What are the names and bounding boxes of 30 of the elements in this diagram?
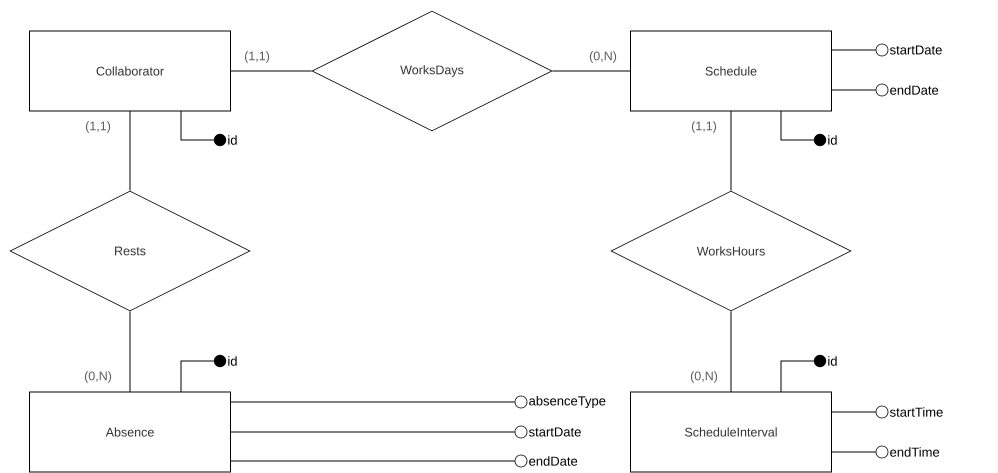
connector-line xyxy=(180,111,214,140)
attribute-label: id xyxy=(828,356,837,366)
attribute-label: id xyxy=(228,135,237,145)
entity-box: Schedule xyxy=(630,30,832,112)
attribute-label: id xyxy=(828,135,837,145)
attribute-label: startDate xyxy=(890,45,942,55)
cardinality-label: (0,N) xyxy=(689,370,719,384)
entity-box: ScheduleInterval xyxy=(630,392,832,472)
cardinality-label: (0,N) xyxy=(588,50,618,64)
connector-line xyxy=(552,70,630,72)
attribute-label: absenceType xyxy=(529,396,606,408)
entity-box: Absence xyxy=(29,392,231,472)
connector-line xyxy=(780,111,814,140)
cardinality-label: (1,1) xyxy=(243,50,271,64)
attribute-label: id xyxy=(228,356,237,366)
connector-line xyxy=(230,460,516,462)
attribute-label: endDate xyxy=(529,456,578,466)
attribute-label: startDate xyxy=(528,427,581,437)
cardinality-label: (0,N) xyxy=(83,370,113,384)
connector-line xyxy=(730,111,732,192)
connector-line xyxy=(780,360,814,392)
connector-line xyxy=(230,70,312,72)
attribute-label: endDate xyxy=(890,85,938,95)
cardinality-label: (1,1) xyxy=(690,120,718,134)
cardinality-label: (1,1) xyxy=(84,120,112,134)
connector-line xyxy=(180,360,214,392)
connector-line xyxy=(730,310,732,392)
attribute-label: endTime xyxy=(890,447,940,457)
attribute-label: startTime xyxy=(890,407,943,417)
entity-box: Collaborator xyxy=(29,30,231,112)
